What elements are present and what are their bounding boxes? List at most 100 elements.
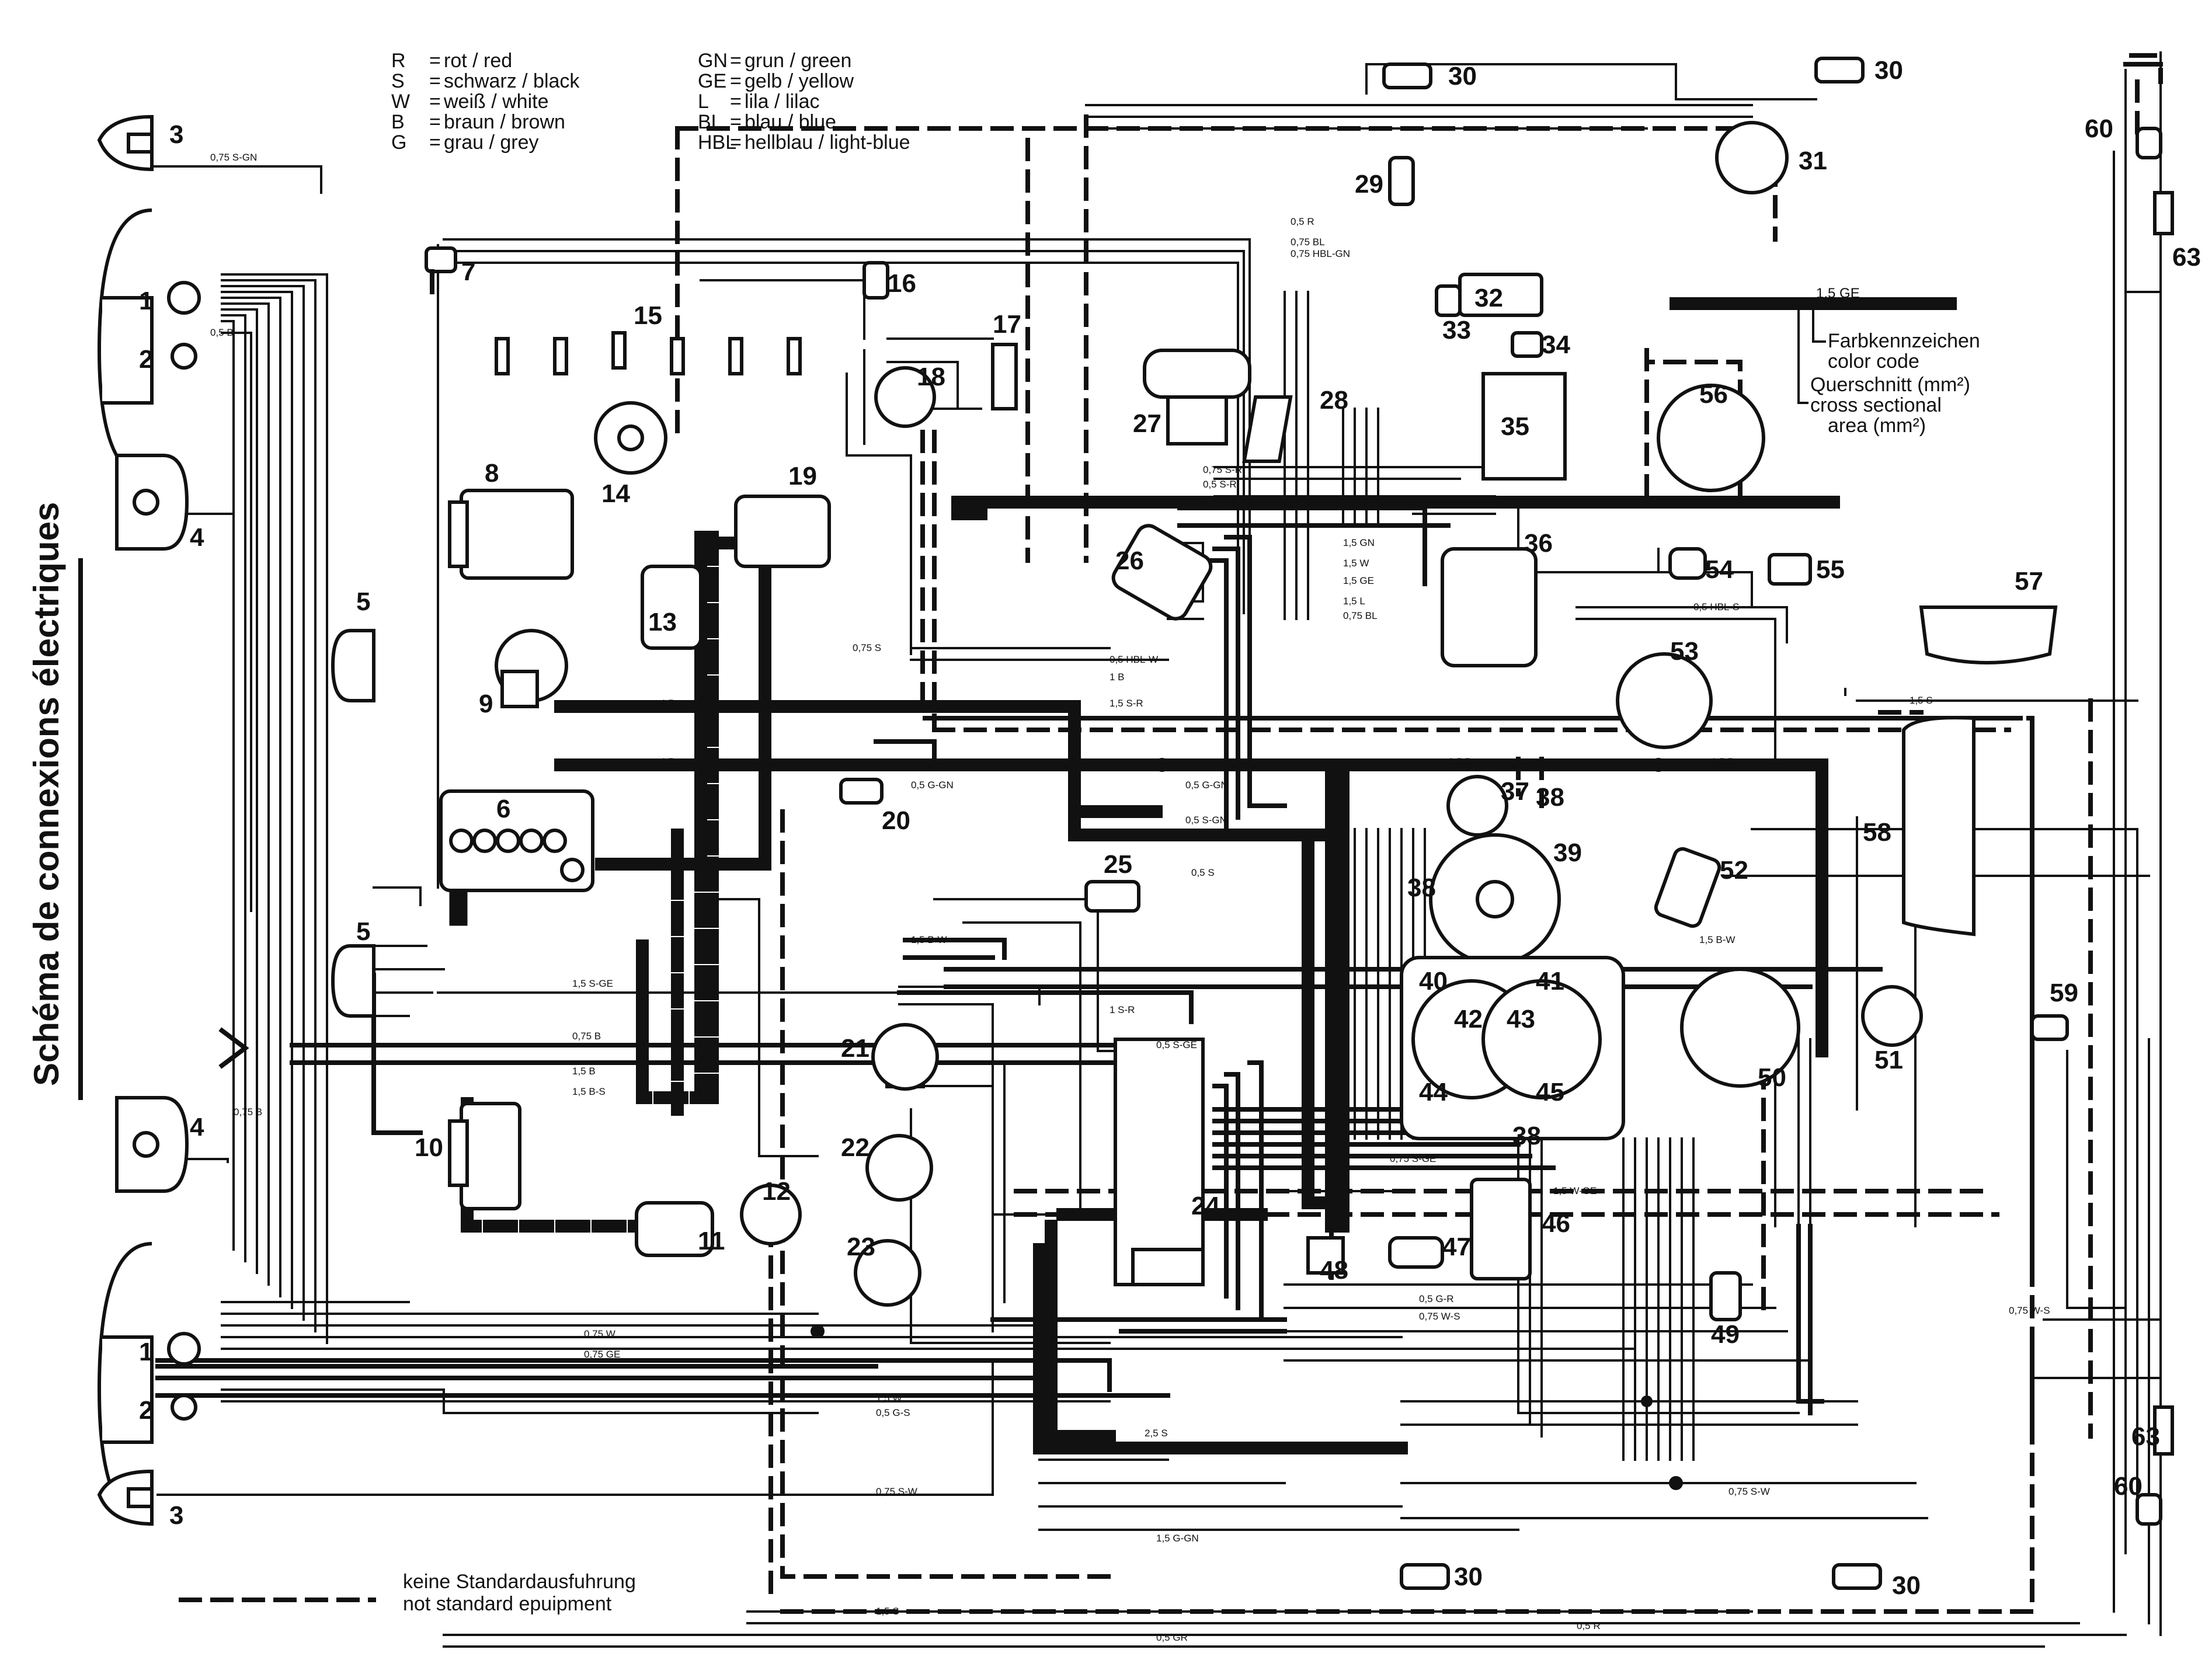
components — [97, 53, 2174, 1590]
component-number: 29 — [1355, 170, 1383, 199]
legend-column-2: GN = grun / green GE = gelb / yellow L =… — [698, 50, 910, 154]
ignition-switch — [1446, 775, 1508, 837]
headlight-front-left — [97, 208, 201, 481]
legend-sep: = — [429, 91, 441, 113]
wire-label: 2,5 R — [1448, 756, 1472, 767]
component-numbers: 3 1 2 4 5 6 5 4 1 2 3 7 8 9 10 11 12 13 … — [139, 56, 2201, 1600]
wire-labels: 0,75 S-GN 0,5 B 0,75 B 1,5 S-GE 0,75 B 1… — [210, 152, 2050, 1643]
component-number: 10 — [415, 1133, 443, 1162]
legend-text: grun / green — [745, 50, 851, 72]
flasher-unit — [1481, 372, 1567, 481]
component-number: 40 — [1419, 967, 1448, 996]
wire-key-leader — [1797, 308, 1826, 404]
component-number: 34 — [1542, 330, 1570, 359]
wire-label: 1,5 S — [1910, 695, 1933, 706]
wire-label: 0,75 S-GN — [210, 152, 257, 163]
cigar-lighter — [1654, 847, 1721, 928]
component-number: 45 — [1536, 1078, 1564, 1106]
fuel-tank-sender — [1919, 605, 2058, 664]
component-number: 24 — [1191, 1192, 1220, 1220]
component-number: 11 — [698, 1227, 725, 1255]
component-number: 31 — [1799, 147, 1827, 175]
relay-46 — [1470, 1178, 1532, 1280]
component-number: 8 — [485, 459, 499, 488]
voltage-regulator-10 — [448, 1102, 521, 1210]
wire-label: 4 R — [660, 698, 675, 709]
component-number: 43 — [1507, 1005, 1535, 1033]
legend-text: gelb / yellow — [745, 70, 854, 92]
legend-code: G — [391, 131, 406, 154]
component-number: 52 — [1720, 856, 1748, 885]
wire-key-line4: cross sectional — [1810, 394, 1942, 416]
medium-wires — [155, 506, 1883, 1415]
component-number: 25 — [1104, 850, 1132, 879]
component-number: 42 — [1454, 1005, 1483, 1033]
component-number: 57 — [2015, 567, 2043, 596]
relay-18 — [874, 366, 936, 428]
heater-switch — [1242, 395, 1293, 463]
legend-text: grau / grey — [444, 131, 539, 154]
component-number: 53 — [1670, 637, 1699, 666]
switch-34 — [1511, 331, 1543, 358]
wire-label: 0,5 R — [1291, 216, 1314, 227]
wire-label: 1,5 B-W — [911, 934, 947, 945]
wire-key: 1,5 GE Farbkennzeichen color code Quersc… — [1670, 286, 1980, 437]
wire-label: 1,5 S-R — [1203, 498, 1237, 509]
rear-window-defroster — [1902, 716, 1976, 937]
legend-code: B — [391, 111, 405, 133]
wire-label: 0,75 S-GE — [1390, 1153, 1436, 1164]
wire-label: 1 B — [1110, 671, 1125, 683]
wire-label: 1,5 B — [572, 1066, 596, 1077]
fog-lamp-bottom — [115, 1096, 189, 1193]
component-number: 30 — [1454, 1562, 1483, 1591]
legend-text: rot / red — [444, 50, 512, 72]
wire-label: 0,5 S-GN — [1185, 815, 1227, 826]
component-number: 17 — [993, 310, 1021, 339]
wire-label: 0,75 S — [853, 642, 881, 653]
ground-symbols — [218, 53, 2163, 1069]
wire-label: 0,75 S-W — [1728, 1486, 1770, 1497]
junction-dot — [1669, 1476, 1683, 1490]
component-number: 30 — [1892, 1571, 1921, 1600]
wire-label: 0,5 G-GN — [1185, 779, 1228, 791]
component-number: 5 — [356, 587, 370, 616]
speedometer — [1429, 833, 1561, 965]
component-number: 16 — [888, 269, 916, 298]
legend-sep: = — [429, 50, 441, 72]
component-number: 63 — [2172, 243, 2201, 272]
switch-33 — [1435, 284, 1462, 317]
wire-label: 0,75 B — [572, 1031, 601, 1042]
component-number: 3 — [169, 120, 183, 149]
footnote-line2: not standard epuipment — [403, 1593, 612, 1615]
component-number: 58 — [1863, 818, 1891, 847]
component-number: 12 — [762, 1177, 791, 1206]
component-number: 1 — [139, 1338, 153, 1366]
wire-label: 1,5 B-W — [1699, 934, 1735, 945]
wire-label: 0,75 BL — [1291, 236, 1325, 248]
reversing-light-switch — [1084, 880, 1140, 913]
fog-lamp-top — [115, 454, 189, 551]
wire-label: 0,5 GR — [1156, 1632, 1188, 1643]
component-number: 14 — [601, 479, 630, 508]
component-number: 6 — [496, 795, 510, 823]
switch-54 — [1668, 547, 1707, 580]
legend-code: R — [391, 50, 406, 72]
clock — [1861, 985, 1923, 1047]
alternator — [448, 489, 574, 580]
tail-lamp-top — [2136, 127, 2162, 159]
switch-47 — [1388, 1236, 1444, 1269]
wire-label: 1,5 W — [1343, 558, 1369, 569]
oil-pressure-switch — [862, 261, 889, 300]
wire-label: 0,75 S-W — [876, 1486, 917, 1497]
wire-label: 0,75 HBL-GN — [1291, 248, 1350, 259]
component-number: 22 — [841, 1133, 870, 1162]
instrument-cluster — [1400, 956, 1625, 1140]
component-number: 38 — [1512, 1122, 1541, 1150]
component-number: 48 — [1320, 1256, 1348, 1285]
component-number: 38 — [1536, 783, 1564, 812]
component-number: 26 — [1115, 547, 1144, 575]
component-number: 39 — [1553, 838, 1582, 867]
turn-signal-switch — [1616, 652, 1713, 749]
component-number: 49 — [1711, 1320, 1740, 1349]
